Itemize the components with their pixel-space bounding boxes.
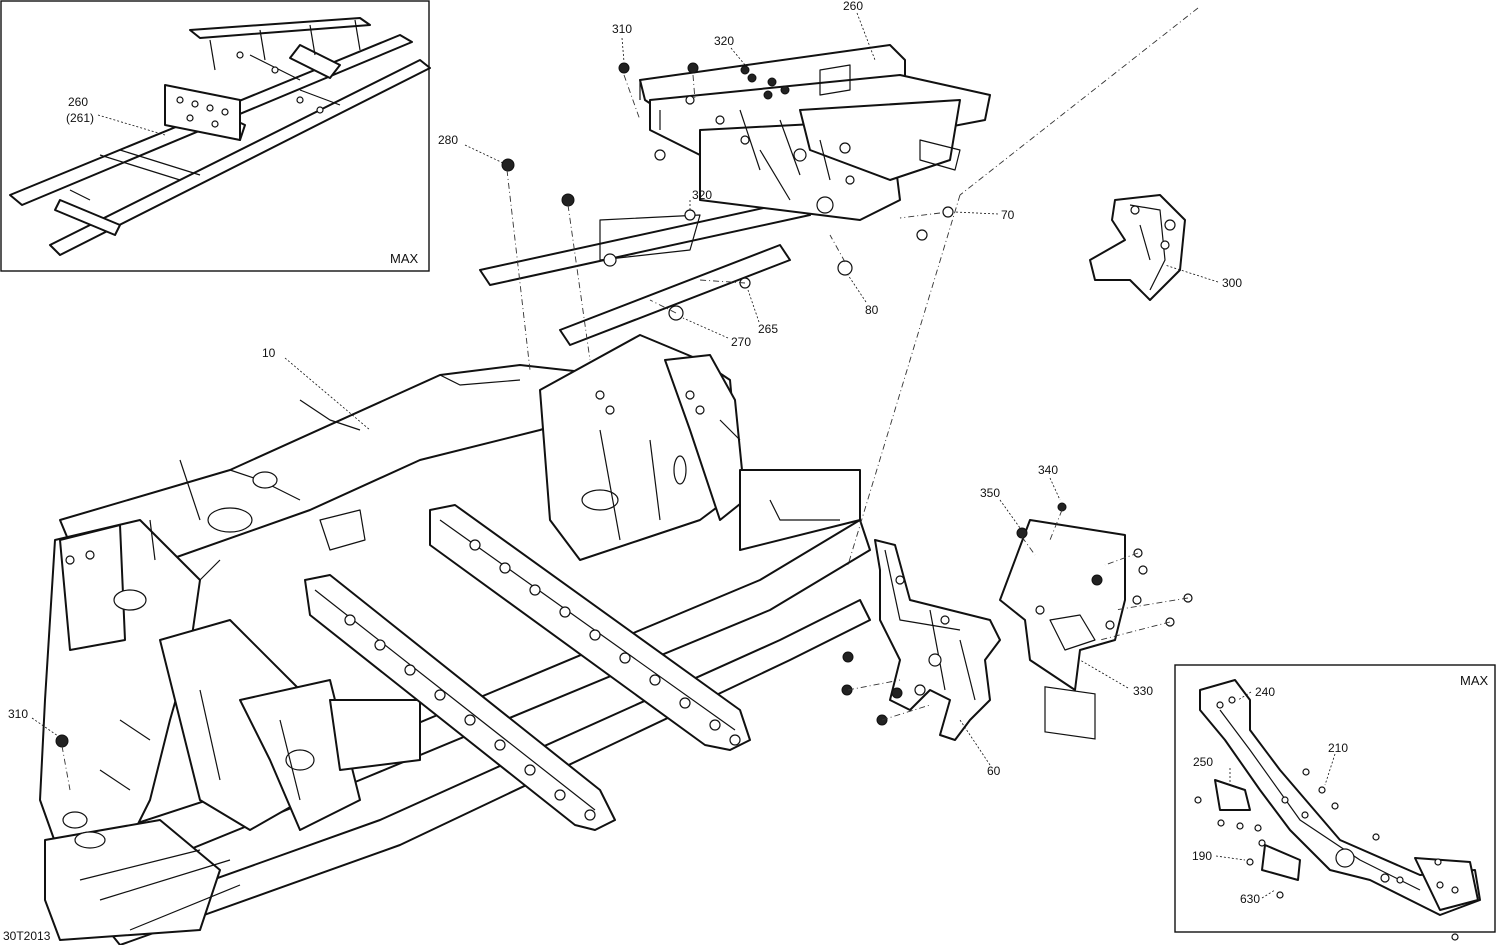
nut: [687, 62, 699, 74]
leader-line: [1324, 753, 1336, 786]
inset2-callout-210: 210: [1328, 741, 1348, 755]
callout-320-mid: 320: [692, 188, 712, 202]
inset2-callout-250: 250: [1193, 755, 1213, 769]
callout-340: 340: [1038, 463, 1058, 477]
drawing-id: 30T2013: [3, 929, 51, 943]
callout-80: 80: [865, 303, 879, 317]
bolt: [839, 142, 851, 154]
callout-260: 260: [843, 0, 863, 13]
nut-350: [1016, 527, 1028, 539]
nut-310-bottom: [55, 734, 69, 748]
leader-line: [1261, 889, 1276, 899]
nut-280: [501, 158, 515, 172]
nut: [780, 85, 790, 95]
upper-hardware: [501, 62, 954, 321]
callout-310-top: 310: [612, 22, 632, 36]
callout-70: 70: [1001, 208, 1015, 222]
inset2-callout-240: 240: [1255, 685, 1275, 699]
inset2-callout-630: 630: [1240, 892, 1260, 906]
callout-280: 280: [438, 133, 458, 147]
callout-270: 270: [731, 335, 751, 349]
callout-330: 330: [1133, 684, 1153, 698]
inset-tag-max: MAX: [390, 251, 419, 266]
inset-bracket-drawing: [1199, 679, 1481, 916]
skid-panel-rails: [304, 504, 751, 831]
nut: [747, 73, 757, 83]
inset-frame-box: [0, 0, 430, 272]
explosion-lines: [61, 7, 1199, 791]
nut-320: [740, 65, 750, 75]
leader-line: [1237, 691, 1252, 701]
inset1-callout-260: 260: [68, 95, 88, 109]
inset-frame-drawing: [9, 17, 431, 256]
inset-max-reinforcement: MAX 240 250 210 190: [1174, 664, 1496, 941]
bracket-60: [874, 539, 1001, 741]
bolt-70: [942, 206, 954, 218]
callout-265: 265: [758, 322, 778, 336]
callout-10: 10: [262, 346, 276, 360]
bolt: [916, 229, 928, 241]
main-frame-10: [39, 334, 871, 945]
nut: [763, 90, 773, 100]
bolt: [654, 149, 666, 161]
bolt-340: [1057, 502, 1067, 512]
inset-max-rear-extension: 260 (261) MAX: [0, 0, 431, 272]
inset1-callout-261: (261): [66, 111, 94, 125]
nut: [603, 253, 617, 267]
nut: [767, 77, 777, 87]
nut-310: [618, 62, 630, 74]
callout-300: 300: [1222, 276, 1242, 290]
callout-350: 350: [980, 486, 1000, 500]
callout-310-bottom: 310: [8, 707, 28, 721]
callout-leaders: [31, 12, 1219, 766]
callout-labels: 310 320 260 280 320 70 300 80 265 270 10…: [8, 0, 1242, 778]
heat-shield-330: [999, 519, 1126, 740]
leader-line: [97, 114, 166, 136]
inset-fasteners: [1194, 768, 1459, 941]
nut: [561, 193, 575, 207]
rear-frame-extension-260: [479, 44, 991, 346]
inset-frame-box: [1174, 664, 1496, 933]
inset-tag-max: MAX: [1460, 673, 1489, 688]
bracket-300: [1089, 194, 1186, 301]
leader-line: [1215, 855, 1246, 861]
inset2-callout-190: 190: [1192, 849, 1212, 863]
callout-60: 60: [987, 764, 1001, 778]
nut-80: [837, 260, 853, 276]
bolt-320: [684, 209, 696, 221]
callout-320-top: 320: [714, 34, 734, 48]
